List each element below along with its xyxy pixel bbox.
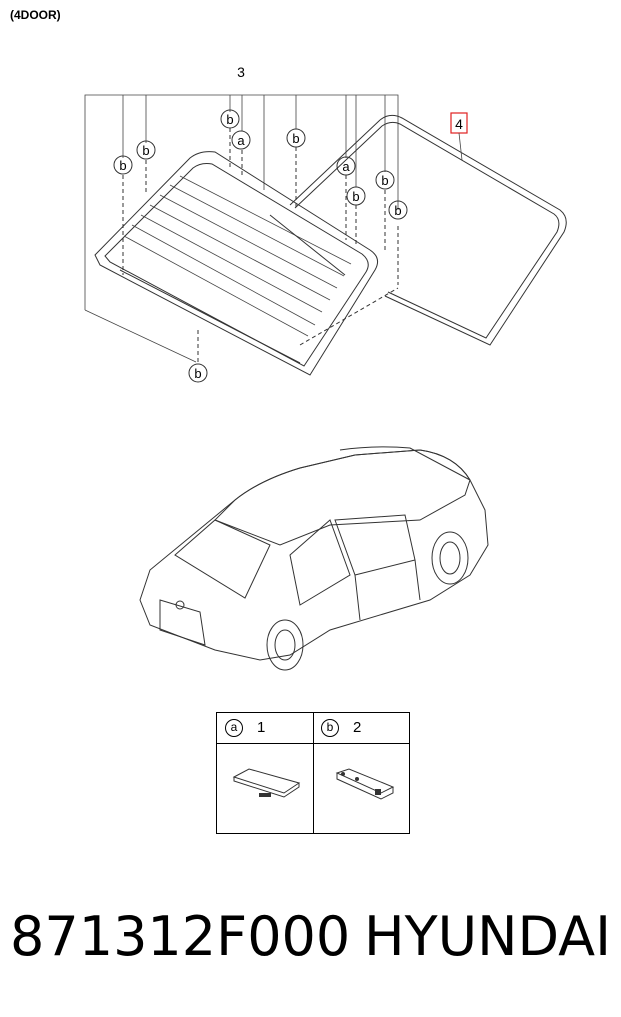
exploded-diagram: 3 — [84, 64, 567, 671]
glass-molding — [289, 114, 567, 346]
leader-line — [84, 309, 197, 363]
svg-text:b: b — [142, 143, 149, 158]
svg-text:b: b — [292, 131, 299, 146]
rear-glass — [94, 151, 379, 376]
callout-b-6: b — [375, 170, 395, 190]
car-illustration — [139, 446, 489, 671]
callout-b-3: b — [220, 109, 240, 129]
callout-b-2: b — [136, 140, 156, 160]
part-label-4: 4 — [450, 112, 468, 161]
svg-text:4: 4 — [455, 116, 463, 132]
brand-name: HYUNDAI — [364, 905, 612, 968]
leader-frame — [84, 94, 399, 310]
svg-text:b: b — [394, 203, 401, 218]
callout-b-8: b — [188, 363, 208, 383]
legend-symbol-a: a — [225, 719, 243, 738]
legend-number-2: 2 — [353, 719, 362, 736]
svg-text:a: a — [237, 133, 245, 148]
part-label-3: 3 — [237, 64, 245, 80]
part-number: 871312F000 — [10, 905, 351, 968]
legend-number-1: 1 — [257, 719, 266, 736]
callout-b-7: b — [388, 200, 408, 220]
svg-text:b: b — [381, 173, 388, 188]
part-1-illustration — [232, 768, 301, 798]
svg-text:b: b — [226, 112, 233, 127]
svg-text:a: a — [342, 159, 350, 174]
callout-b-5: b — [346, 186, 366, 206]
leader-lines — [122, 95, 386, 190]
legend-symbol-b: b — [321, 719, 339, 738]
dashed-leaders — [122, 128, 399, 365]
svg-text:b: b — [119, 158, 126, 173]
variant-label: (4DOOR) — [10, 8, 61, 22]
callout-a-2: a — [336, 156, 356, 176]
callout-b-4: b — [286, 128, 306, 148]
part-2-illustration — [335, 768, 395, 800]
svg-text:b: b — [194, 366, 201, 381]
svg-text:b: b — [352, 189, 359, 204]
callout-a-1: a — [231, 130, 251, 150]
callout-b-1: b — [113, 155, 133, 175]
